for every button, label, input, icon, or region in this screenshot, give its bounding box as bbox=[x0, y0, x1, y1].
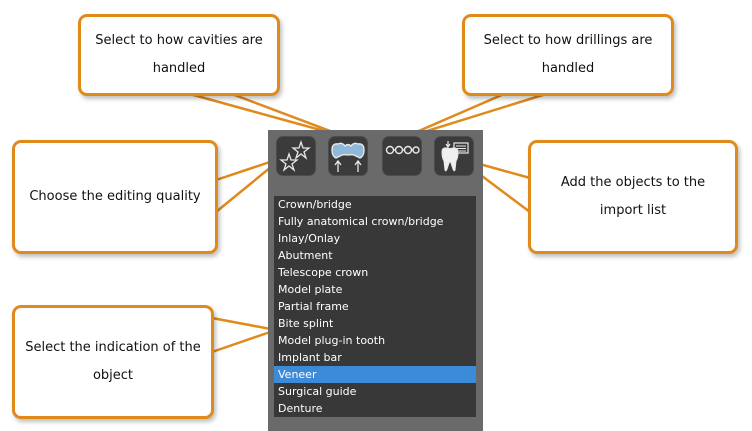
cavities-button[interactable] bbox=[328, 136, 368, 176]
indication-item[interactable]: Veneer bbox=[274, 366, 476, 383]
editing-quality-button[interactable] bbox=[276, 136, 316, 176]
callout-drillings-text: Select to how drillings are handled bbox=[483, 33, 653, 76]
callout-indication: Select the indication of the object bbox=[12, 305, 214, 419]
indication-item[interactable]: Partial frame bbox=[278, 300, 349, 313]
indication-item[interactable]: Bite splint bbox=[278, 317, 334, 330]
indication-item[interactable]: Model plug-in tooth bbox=[278, 334, 386, 347]
callout-cavities-text: Select to how cavities are handled bbox=[95, 33, 263, 76]
import-list-button[interactable] bbox=[434, 136, 474, 176]
indication-item[interactable]: Denture bbox=[278, 402, 323, 415]
callout-cavities: Select to how cavities are handled bbox=[78, 14, 280, 96]
tooth-list-icon bbox=[441, 141, 469, 172]
indication-item[interactable]: Abutment bbox=[278, 249, 333, 262]
callout-quality: Choose the editing quality bbox=[12, 140, 218, 254]
indication-item[interactable]: Inlay/Onlay bbox=[278, 232, 341, 245]
callout-import-text: Add the objects to the import list bbox=[560, 175, 706, 218]
callout-quality-text: Choose the editing quality bbox=[29, 189, 201, 204]
callout-import: Add the objects to the import list bbox=[528, 140, 738, 254]
indication-item[interactable]: Telescope crown bbox=[278, 266, 369, 279]
callout-drillings: Select to how drillings are handled bbox=[462, 14, 674, 96]
drillings-button[interactable] bbox=[382, 136, 422, 176]
indication-item[interactable]: Fully anatomical crown/bridge bbox=[278, 215, 444, 228]
cavity-bridge-icon bbox=[331, 142, 365, 172]
drilling-icon bbox=[385, 145, 420, 155]
callout-indication-text: Select the indication of the object bbox=[25, 340, 201, 383]
indication-item[interactable]: Implant bar bbox=[278, 351, 342, 364]
indication-item[interactable]: Crown/bridge bbox=[278, 198, 352, 211]
indication-item[interactable]: Surgical guide bbox=[278, 385, 357, 398]
indication-item[interactable]: Model plate bbox=[278, 283, 343, 296]
stars-icon bbox=[279, 139, 311, 172]
